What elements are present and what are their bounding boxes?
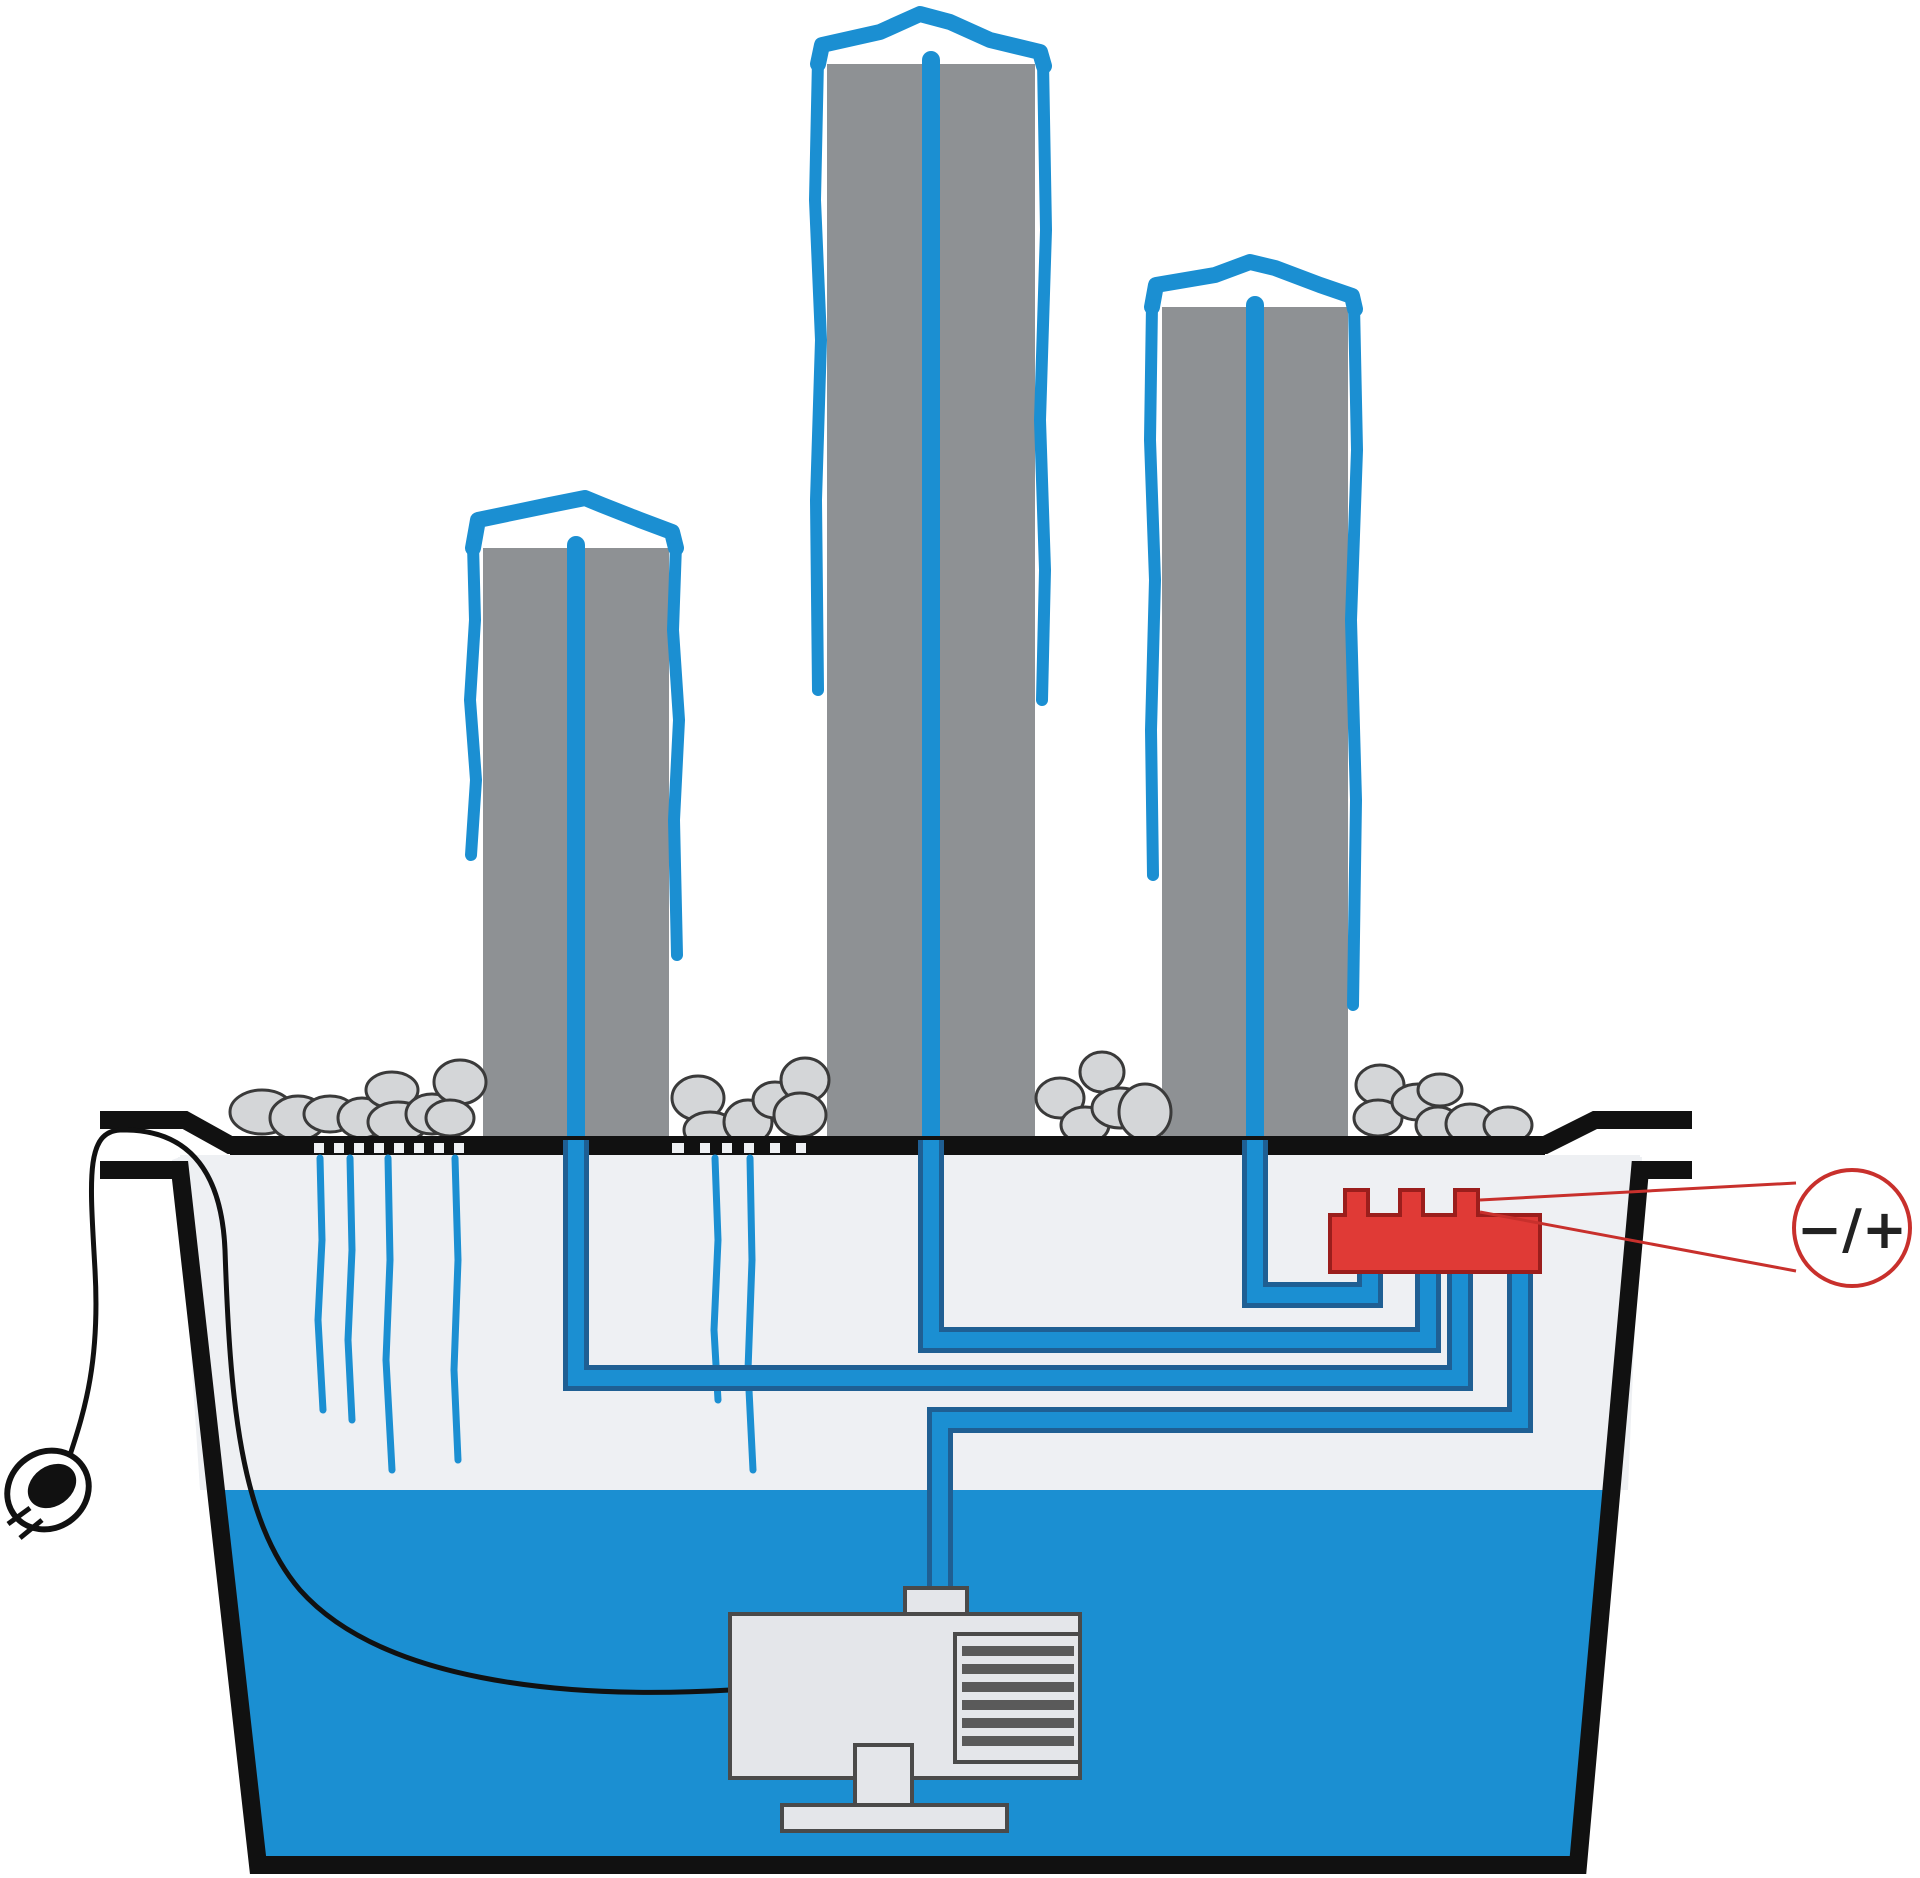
flow-control-callout: −/+ — [1479, 1168, 1912, 1288]
submersible-pump — [728, 1586, 1082, 1833]
pebbles — [228, 1050, 1534, 1150]
perforated-lid — [230, 1141, 1545, 1155]
cascading-water — [464, 6, 1363, 1147]
power-plug — [4, 1447, 92, 1540]
distribution-pipes — [563, 1140, 1533, 1600]
minus-plus-icon — [1792, 1168, 1912, 1288]
flow-control-label: −/+ — [1797, 1198, 1907, 1261]
power-cable — [67, 1127, 733, 1695]
distribution-valve — [1328, 1188, 1542, 1274]
stone-columns — [483, 64, 1348, 1138]
